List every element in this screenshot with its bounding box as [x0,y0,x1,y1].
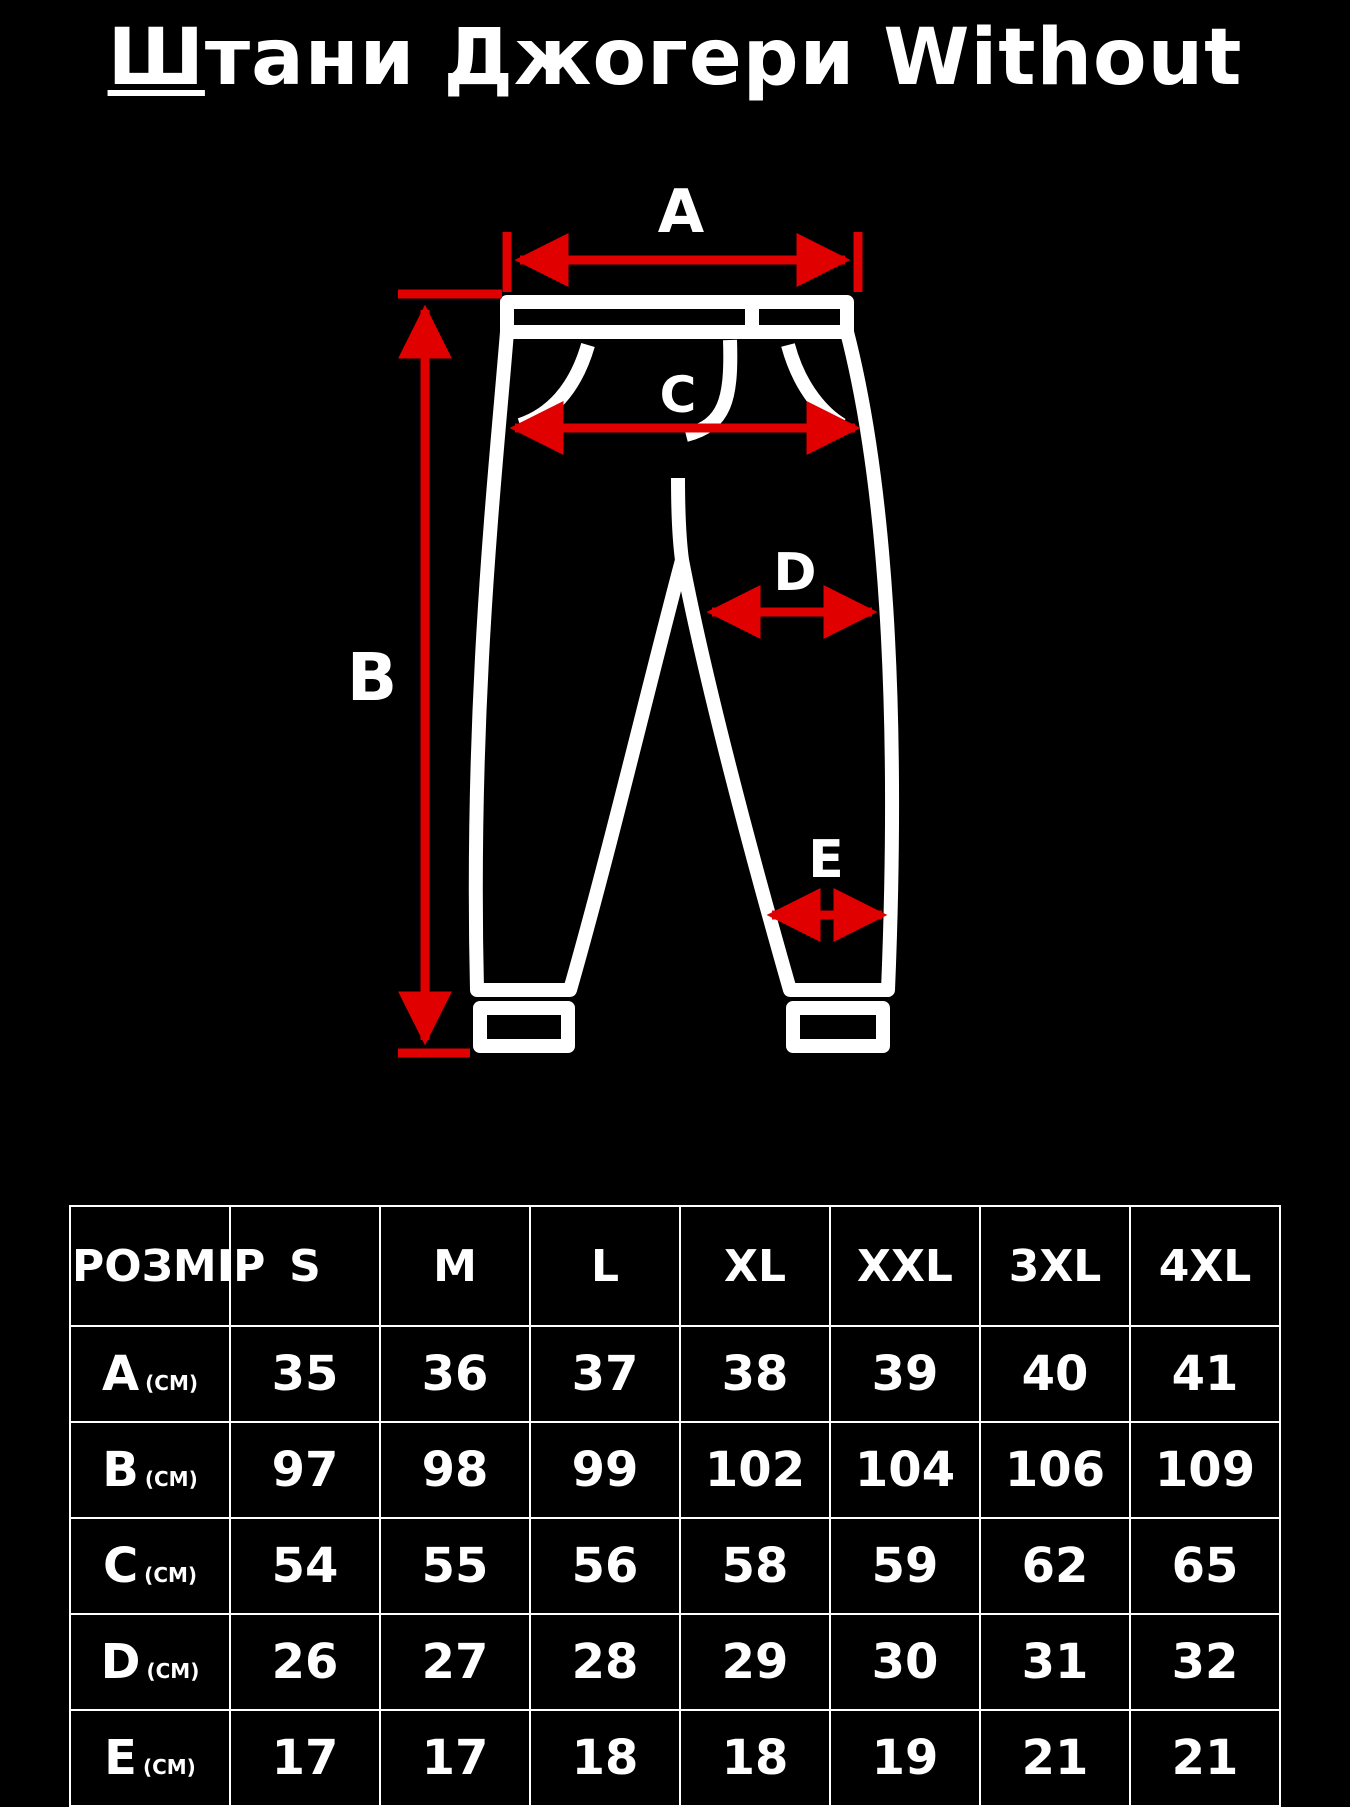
row-letter: A [101,1346,140,1402]
left-cuff [473,1001,575,1053]
row-letter: E [104,1730,137,1786]
table-cell: 55 [379,1517,531,1615]
table-cell: 18 [679,1709,831,1807]
size-header-label: РОЗМІР [69,1205,265,1327]
table-cell: 18 [529,1709,681,1807]
table-cell: 56 [529,1517,681,1615]
row-letter: C [102,1538,139,1594]
table-cell: 38 [679,1325,831,1423]
label-d: D [773,543,816,603]
table-cell: 102 [679,1421,831,1519]
label-a: A [658,177,705,247]
table-cell: 59 [829,1517,981,1615]
row-unit: (CM) [144,1467,198,1491]
size-header-cell: M [379,1205,531,1327]
table-cell: 99 [529,1421,681,1519]
row-label: A(CM) [69,1325,231,1423]
size-header-cell: 4XL [1129,1205,1281,1327]
table-cell: 31 [979,1613,1131,1711]
row-label: B(CM) [69,1421,231,1519]
table-cell: 28 [529,1613,681,1711]
table-cell: 40 [979,1325,1131,1423]
table-cell: 21 [979,1709,1131,1807]
table-cell: 65 [1129,1517,1281,1615]
pants-silhouette [468,325,900,997]
table-row: C(CM) 54 55 56 58 59 62 65 [69,1517,1281,1615]
label-c: C [660,366,697,424]
table-cell: 97 [229,1421,381,1519]
table-cell: 37 [529,1325,681,1423]
size-header-row: РОЗМІР S M L XL XXL 3XL 4XL [69,1205,1281,1327]
table-cell: 54 [229,1517,381,1615]
measurement-arrows [398,232,888,1058]
table-cell: 62 [979,1517,1131,1615]
size-table: РОЗМІР S M L XL XXL 3XL 4XL A(CM) 35 36 … [69,1205,1281,1807]
table-row: B(CM) 97 98 99 102 104 106 109 [69,1421,1281,1519]
pants-diagram: A B C D E [347,177,900,1058]
table-cell: 104 [829,1421,981,1519]
label-b: B [347,639,397,716]
table-cell: 32 [1129,1613,1281,1711]
row-letter: D [100,1634,141,1690]
table-row: E(CM) 17 17 18 18 19 21 21 [69,1709,1281,1807]
size-header-cell: XL [679,1205,831,1327]
size-header-cell: L [529,1205,681,1327]
table-cell: 98 [379,1421,531,1519]
table-cell: 39 [829,1325,981,1423]
row-letter: B [102,1442,139,1498]
row-unit: (CM) [145,1371,199,1395]
table-cell: 30 [829,1613,981,1711]
table-cell: 21 [1129,1709,1281,1807]
table-cell: 29 [679,1613,831,1711]
row-unit: (CM) [142,1755,196,1779]
table-cell: 17 [229,1709,381,1807]
row-label: C(CM) [69,1517,231,1615]
page-title: Штани Джогери Without [0,8,1350,108]
row-label: E(CM) [69,1709,231,1807]
left-pocket [517,342,595,432]
title-first-letter: Ш [107,13,205,103]
table-cell: 41 [1129,1325,1281,1423]
table-cell: 109 [1129,1421,1281,1519]
right-pocket [781,343,846,432]
table-cell: 106 [979,1421,1131,1519]
right-cuff [786,1001,890,1053]
size-header-cell: S [229,1205,381,1327]
table-row: A(CM) 35 36 37 38 39 40 41 [69,1325,1281,1423]
title-rest: тани Джогери Without [204,13,1243,103]
size-header-cell: 3XL [979,1205,1131,1327]
row-unit: (CM) [144,1563,198,1587]
crotch-seam [671,477,689,561]
row-unit: (CM) [146,1659,200,1683]
table-cell: 36 [379,1325,531,1423]
table-cell: 26 [229,1613,381,1711]
table-row: D(CM) 26 27 28 29 30 31 32 [69,1613,1281,1711]
table-cell: 19 [829,1709,981,1807]
label-e: E [808,830,844,890]
table-cell: 17 [379,1709,531,1807]
size-header-cell: XXL [829,1205,981,1327]
table-cell: 27 [379,1613,531,1711]
row-label: D(CM) [69,1613,231,1711]
table-cell: 58 [679,1517,831,1615]
table-cell: 35 [229,1325,381,1423]
